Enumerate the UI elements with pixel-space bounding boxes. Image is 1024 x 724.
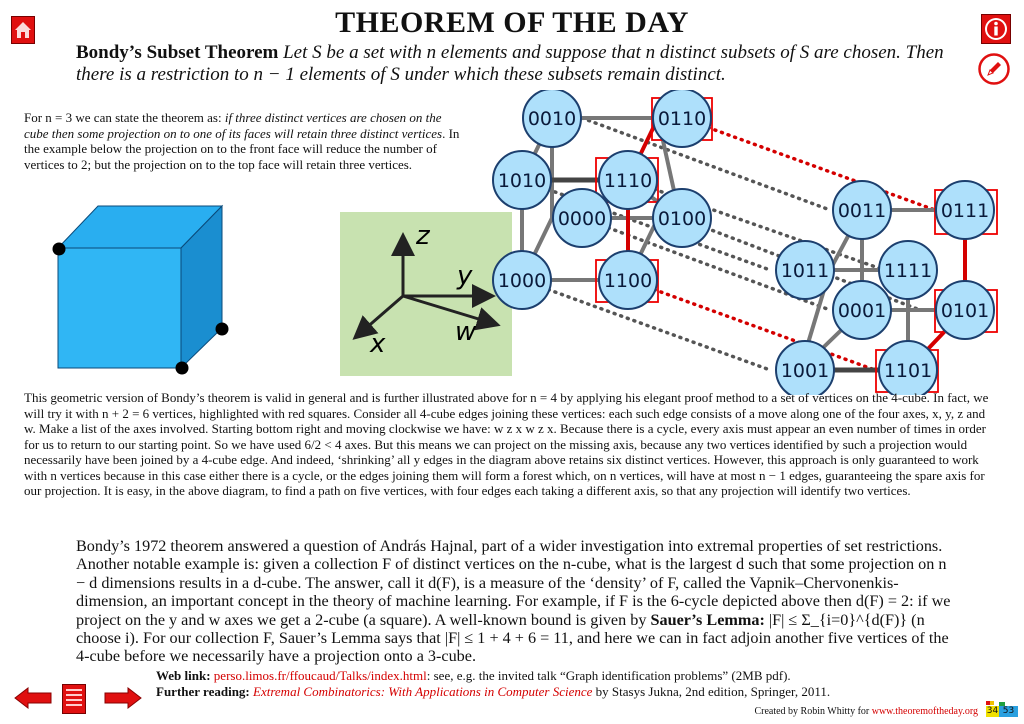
home-icon [11,16,35,44]
graph-node-1010: 1010 [492,150,552,210]
hypercube-graph: 0010 0110 1010 1110 0000 0100 1000 1100 … [492,90,998,395]
svg-text:0010: 0010 [528,108,576,130]
credit-text: Created by Robin Whitty for [754,706,872,717]
graph-node-1110: 1110 [598,150,658,210]
further-reading-label: Further reading: [156,684,250,699]
axis-label-x: x [369,329,386,359]
svg-text:1000: 1000 [498,270,546,292]
sauer-lemma-label: Sauer’s Lemma: [650,610,765,629]
graph-node-0110: 0110 [652,90,712,148]
prev-arrow-button[interactable] [14,686,52,710]
discussion-text-1: Bondy’s 1972 theorem answered a question… [76,537,951,629]
axis-label-y: y [456,261,473,291]
dotted-edges [520,116,922,372]
graph-node-1111: 1111 [878,240,938,300]
svg-text:1001: 1001 [781,360,829,382]
cube-illustration [52,204,229,375]
theorem-statement: Bondy’s Subset Theorem Let S be a set wi… [76,42,956,86]
graph-node-0111: 0111 [935,180,995,240]
axes-diagram: z y w x [352,221,501,359]
svg-text:0001: 0001 [838,300,886,322]
arrow-left-icon [14,686,52,710]
page-badge-left: 34 [986,706,999,717]
axis-label-z: z [415,221,431,251]
graph-node-0100: 0100 [652,188,712,248]
cube-vertex [175,361,189,375]
theorem-name: Bondy’s Subset Theorem [76,42,279,63]
credit-line: Created by Robin Whitty for www.theoremo… [754,706,978,717]
info-button[interactable] [981,14,1011,44]
credit-site-link[interactable]: www.theoremoftheday.org [871,706,978,717]
axis-label-w: w [455,317,477,347]
graph-node-0001: 0001 [832,280,892,340]
home-button[interactable] [11,16,35,44]
edit-button[interactable] [978,53,1010,85]
sauer-formula: |F| ≤ Σ_{i=0}^{d(F)} (n choose i). [76,610,925,648]
red-dotted-edges [626,116,937,372]
svg-text:0110: 0110 [658,108,706,130]
explanation-paragraph: This geometric version of Bondy’s theore… [24,390,989,498]
svg-text:0101: 0101 [941,300,989,322]
intro-paragraph: For n = 3 we can state the theorem as: i… [24,110,464,172]
web-link[interactable]: perso.limos.fr/ffoucaud/Talks/index.html [213,668,427,683]
further-reading-tail: by Stasys Jukna, 2nd edition, Springer, … [592,684,831,699]
axes-panel: z y w x [340,212,512,376]
cube-vertex [215,322,229,336]
svg-text:1011: 1011 [781,260,829,282]
graph-node-1000: 1000 [492,250,552,310]
theorem-body: Let S be a set with n elements and suppo… [76,42,944,85]
svg-text:1111: 1111 [884,260,932,282]
graph-node-1100: 1100 [598,250,658,310]
intro-italic: if three distinct vertices are chosen on… [24,110,443,141]
svg-text:1101: 1101 [884,360,932,382]
svg-text:0100: 0100 [658,208,706,230]
arrow-right-icon [104,686,142,710]
cube-vertex [52,242,66,256]
web-link-tail: : see, e.g. the invited talk “Graph iden… [426,668,791,683]
discussion-text-2: For our collection F, Sauer’s Lemma says… [76,629,949,666]
graph-node-1011: 1011 [775,240,835,300]
pencil-icon [978,53,1010,85]
svg-text:1010: 1010 [498,170,546,192]
cube-front-face [57,247,182,369]
further-reading-line: Further reading: Extremal Combinatorics:… [156,684,936,700]
next-arrow-button[interactable] [104,686,142,710]
graph-node-1001: 1001 [775,340,835,395]
graph-node-0011: 0011 [832,180,892,240]
graph-node-0010: 0010 [522,90,582,148]
intro-lead: For n = 3 we can state the theorem as: [24,110,225,125]
svg-text:1100: 1100 [604,270,652,292]
page-badge: 34 53 [986,701,1018,717]
intro-tail: . In the example below the projection on… [24,125,460,172]
page-title: THEOREM OF THE DAY [335,6,689,39]
references: Web link: perso.limos.fr/ffoucaud/Talks/… [156,668,936,700]
archive-button[interactable] [62,684,86,714]
svg-text:0111: 0111 [941,200,989,222]
graph-node-0101: 0101 [935,280,995,340]
graph-node-0000: 0000 [552,188,612,248]
web-link-line: Web link: perso.limos.fr/ffoucaud/Talks/… [156,668,936,684]
graph-node-1101: 1101 [878,340,938,395]
further-reading-link[interactable]: Extremal Combinatorics: With Application… [253,684,593,699]
svg-text:1110: 1110 [604,170,652,192]
book-icon [62,684,86,714]
svg-text:0000: 0000 [558,208,606,230]
discussion-paragraph: Bondy’s 1972 theorem answered a question… [76,537,952,666]
info-icon [981,14,1011,44]
page-badge-right: 53 [999,706,1018,717]
svg-text:0011: 0011 [838,200,886,222]
web-link-label: Web link: [156,668,211,683]
